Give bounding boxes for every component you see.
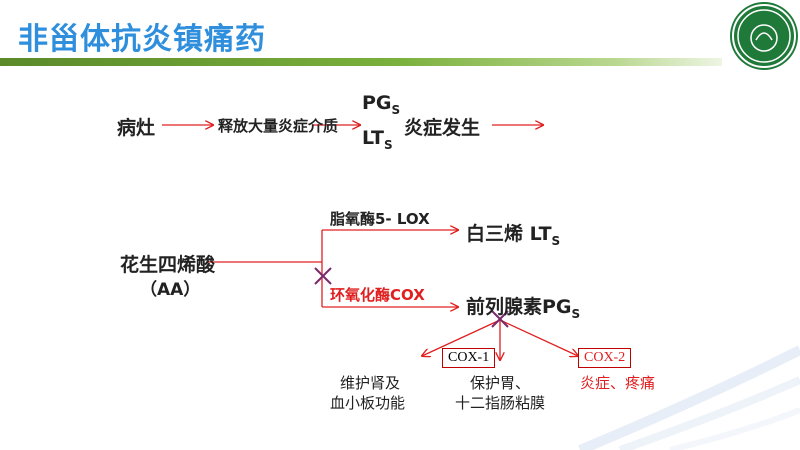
pg-label: PGS xyxy=(362,92,401,117)
institution-logo xyxy=(732,4,796,68)
arrow-pg-to-cox1 xyxy=(422,319,501,356)
mediator-label: 释放大量炎症介质 xyxy=(218,117,339,135)
effect-stomach-line1: 保护胃、 xyxy=(470,376,531,392)
leukotriene-label: 白三烯 LTS xyxy=(466,223,561,248)
cox1-box: COX-1 xyxy=(442,348,496,368)
effect-inflammation-pain: 炎症、疼痛 xyxy=(580,376,656,392)
lesion-label: 病灶 xyxy=(117,117,156,139)
title-underline-bar xyxy=(0,58,722,66)
effect-kidney-line1: 维护肾及 xyxy=(340,376,401,392)
arachidonic-acid-abbr: （AA） xyxy=(140,280,201,300)
prostaglandin-label: 前列腺素PGS xyxy=(466,296,581,321)
decorative-swoosh xyxy=(578,345,800,450)
arachidonic-acid-label: 花生四烯酸 xyxy=(120,254,216,276)
lt-label: LTS xyxy=(362,127,393,152)
effect-kidney-line2: 血小板功能 xyxy=(330,396,406,412)
logo-emblem-icon xyxy=(737,9,791,63)
inflammation-result-label: 炎症发生 xyxy=(404,117,481,139)
page-title: 非甾体抗炎镇痛药 xyxy=(18,22,266,57)
effect-stomach-line2: 十二指肠粘膜 xyxy=(455,396,546,412)
lox-enzyme-label: 脂氧酶5- LOX xyxy=(330,210,430,228)
cox2-box: COX-2 xyxy=(578,348,632,368)
cox-enzyme-label: 环氧化酶COX xyxy=(330,286,425,304)
arrow-pg-to-cox2 xyxy=(499,319,578,356)
